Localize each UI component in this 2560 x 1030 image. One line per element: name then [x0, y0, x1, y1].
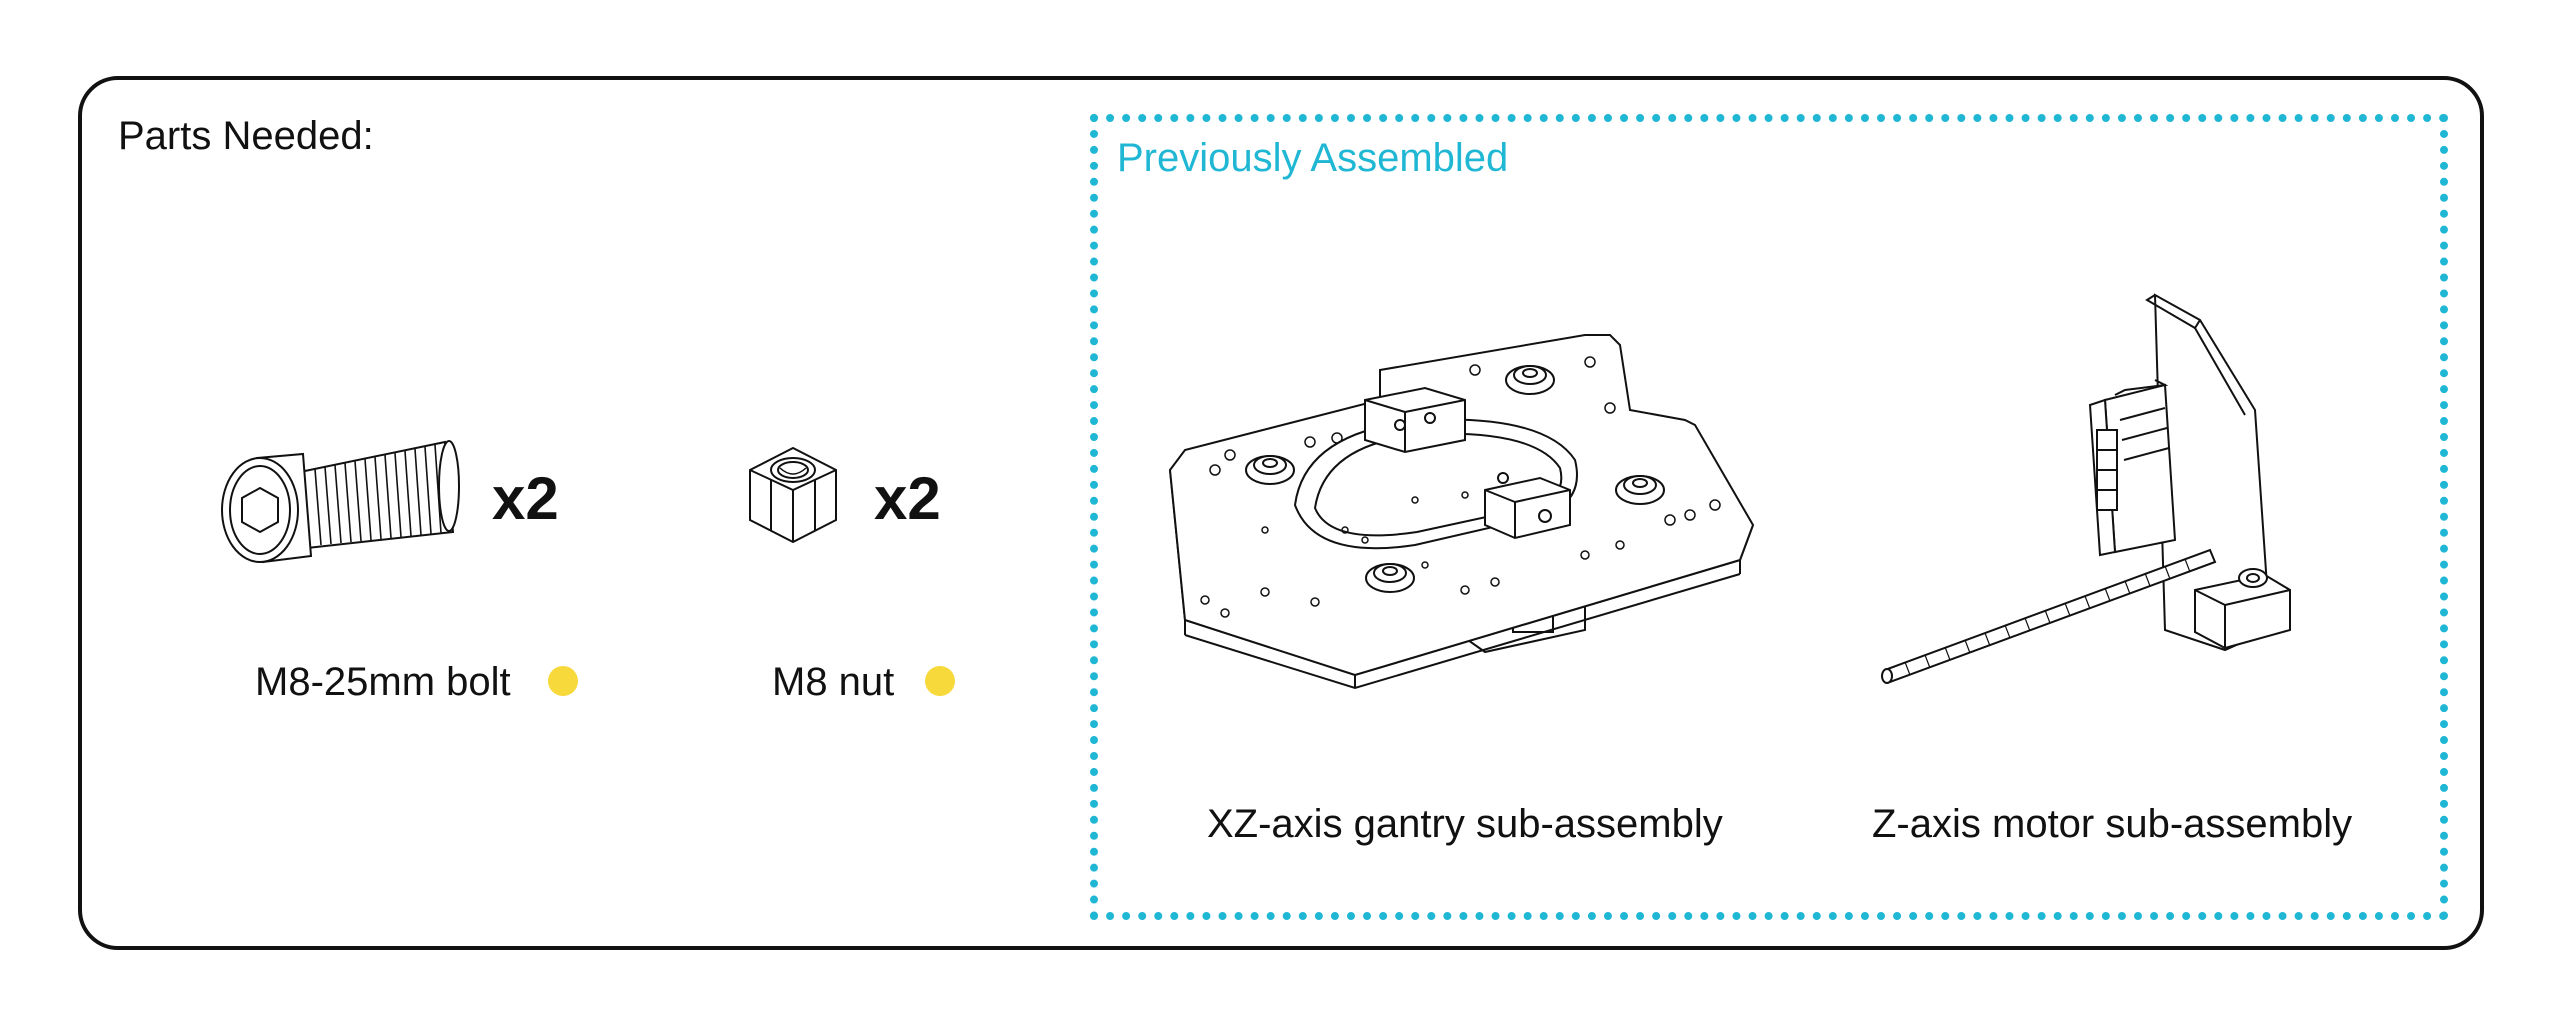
instruction-panel: [78, 76, 2484, 950]
nut-label: M8 nut: [772, 660, 895, 704]
bolt-quantity: x2: [492, 465, 559, 532]
motor-label: Z-axis motor sub-assembly: [1872, 802, 2353, 846]
motor-assembly-icon: [1865, 290, 2365, 710]
gantry-plate-icon: [1165, 330, 1765, 680]
gantry-label: XZ-axis gantry sub-assembly: [1207, 802, 1723, 846]
nut-icon: [738, 440, 848, 550]
parts-needed-title: Parts Needed:: [118, 114, 374, 158]
nut-dot: [925, 666, 955, 696]
nut-quantity: x2: [874, 465, 941, 532]
previously-assembled-title: Previously Assembled: [1117, 136, 1509, 180]
bolt-dot: [548, 666, 578, 696]
previously-assembled-box: [1090, 114, 2448, 920]
bolt-label: M8-25mm bolt: [255, 660, 511, 704]
bolt-icon: [215, 430, 465, 580]
